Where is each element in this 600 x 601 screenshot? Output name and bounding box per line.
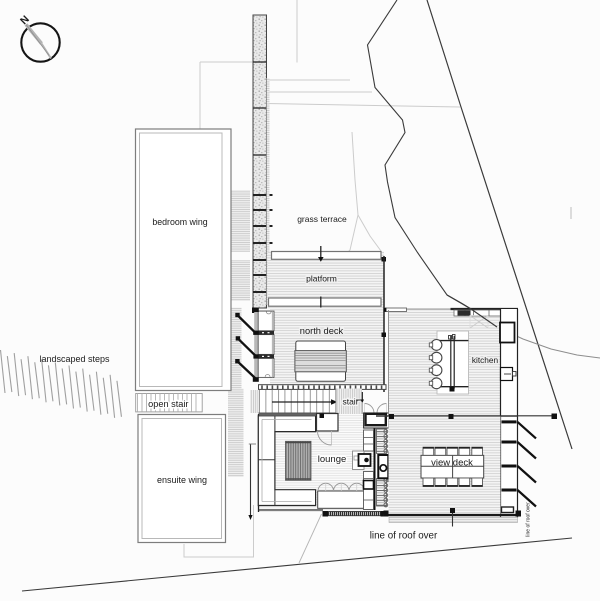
svg-text:line of roof over: line of roof over [526,502,532,537]
svg-text:line of roof over: line of roof over [370,531,438,542]
svg-text:bedroom wing: bedroom wing [152,217,207,227]
svg-text:stair: stair [342,397,358,407]
svg-text:lounge: lounge [318,454,347,465]
svg-text:north deck: north deck [300,326,344,336]
svg-text:view deck: view deck [431,457,473,468]
svg-text:grass terrace: grass terrace [297,214,347,224]
svg-text:kitchen: kitchen [472,355,499,365]
svg-text:landscaped steps: landscaped steps [39,354,110,364]
svg-text:open stair: open stair [148,399,188,409]
svg-text:platform: platform [306,274,337,284]
svg-text:ensuite wing: ensuite wing [157,475,207,485]
